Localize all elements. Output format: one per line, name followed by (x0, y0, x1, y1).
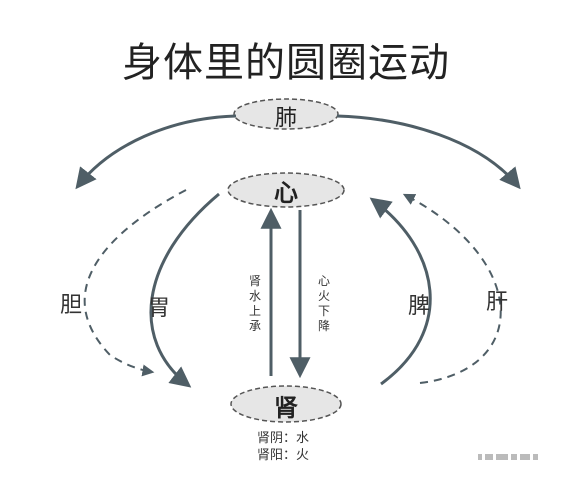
stomach-label: 胃 (148, 296, 171, 321)
kidney-node (230, 385, 342, 423)
heart-label: 心 (274, 178, 298, 207)
kidney-yin-note: 肾阴：水 (257, 431, 310, 446)
liver-dashed-arrow (402, 193, 502, 384)
gallbladder-label: 胆 (60, 293, 83, 318)
spleen-arrow (369, 197, 432, 386)
lung-right-arrow (336, 114, 521, 190)
kidney-label: 肾 (274, 393, 298, 422)
lung-node (233, 98, 339, 130)
kidney-water-rises-text: 肾水上承 (248, 274, 261, 333)
page-title: 身体里的圆圈运动 (122, 40, 450, 86)
spleen-label: 脾 (408, 294, 431, 319)
lung-label: 肺 (274, 106, 297, 131)
lung-left-arrow (75, 114, 237, 190)
heart-fire-descends-text: 心火下降 (317, 274, 330, 333)
watermark (478, 446, 552, 460)
gallbladder-dashed-arrow (83, 189, 187, 377)
kidney-yang-note: 肾阳：火 (257, 448, 310, 463)
heart-node (227, 172, 345, 208)
liver-label: 肝 (486, 290, 509, 315)
stomach-arrow (149, 192, 220, 388)
